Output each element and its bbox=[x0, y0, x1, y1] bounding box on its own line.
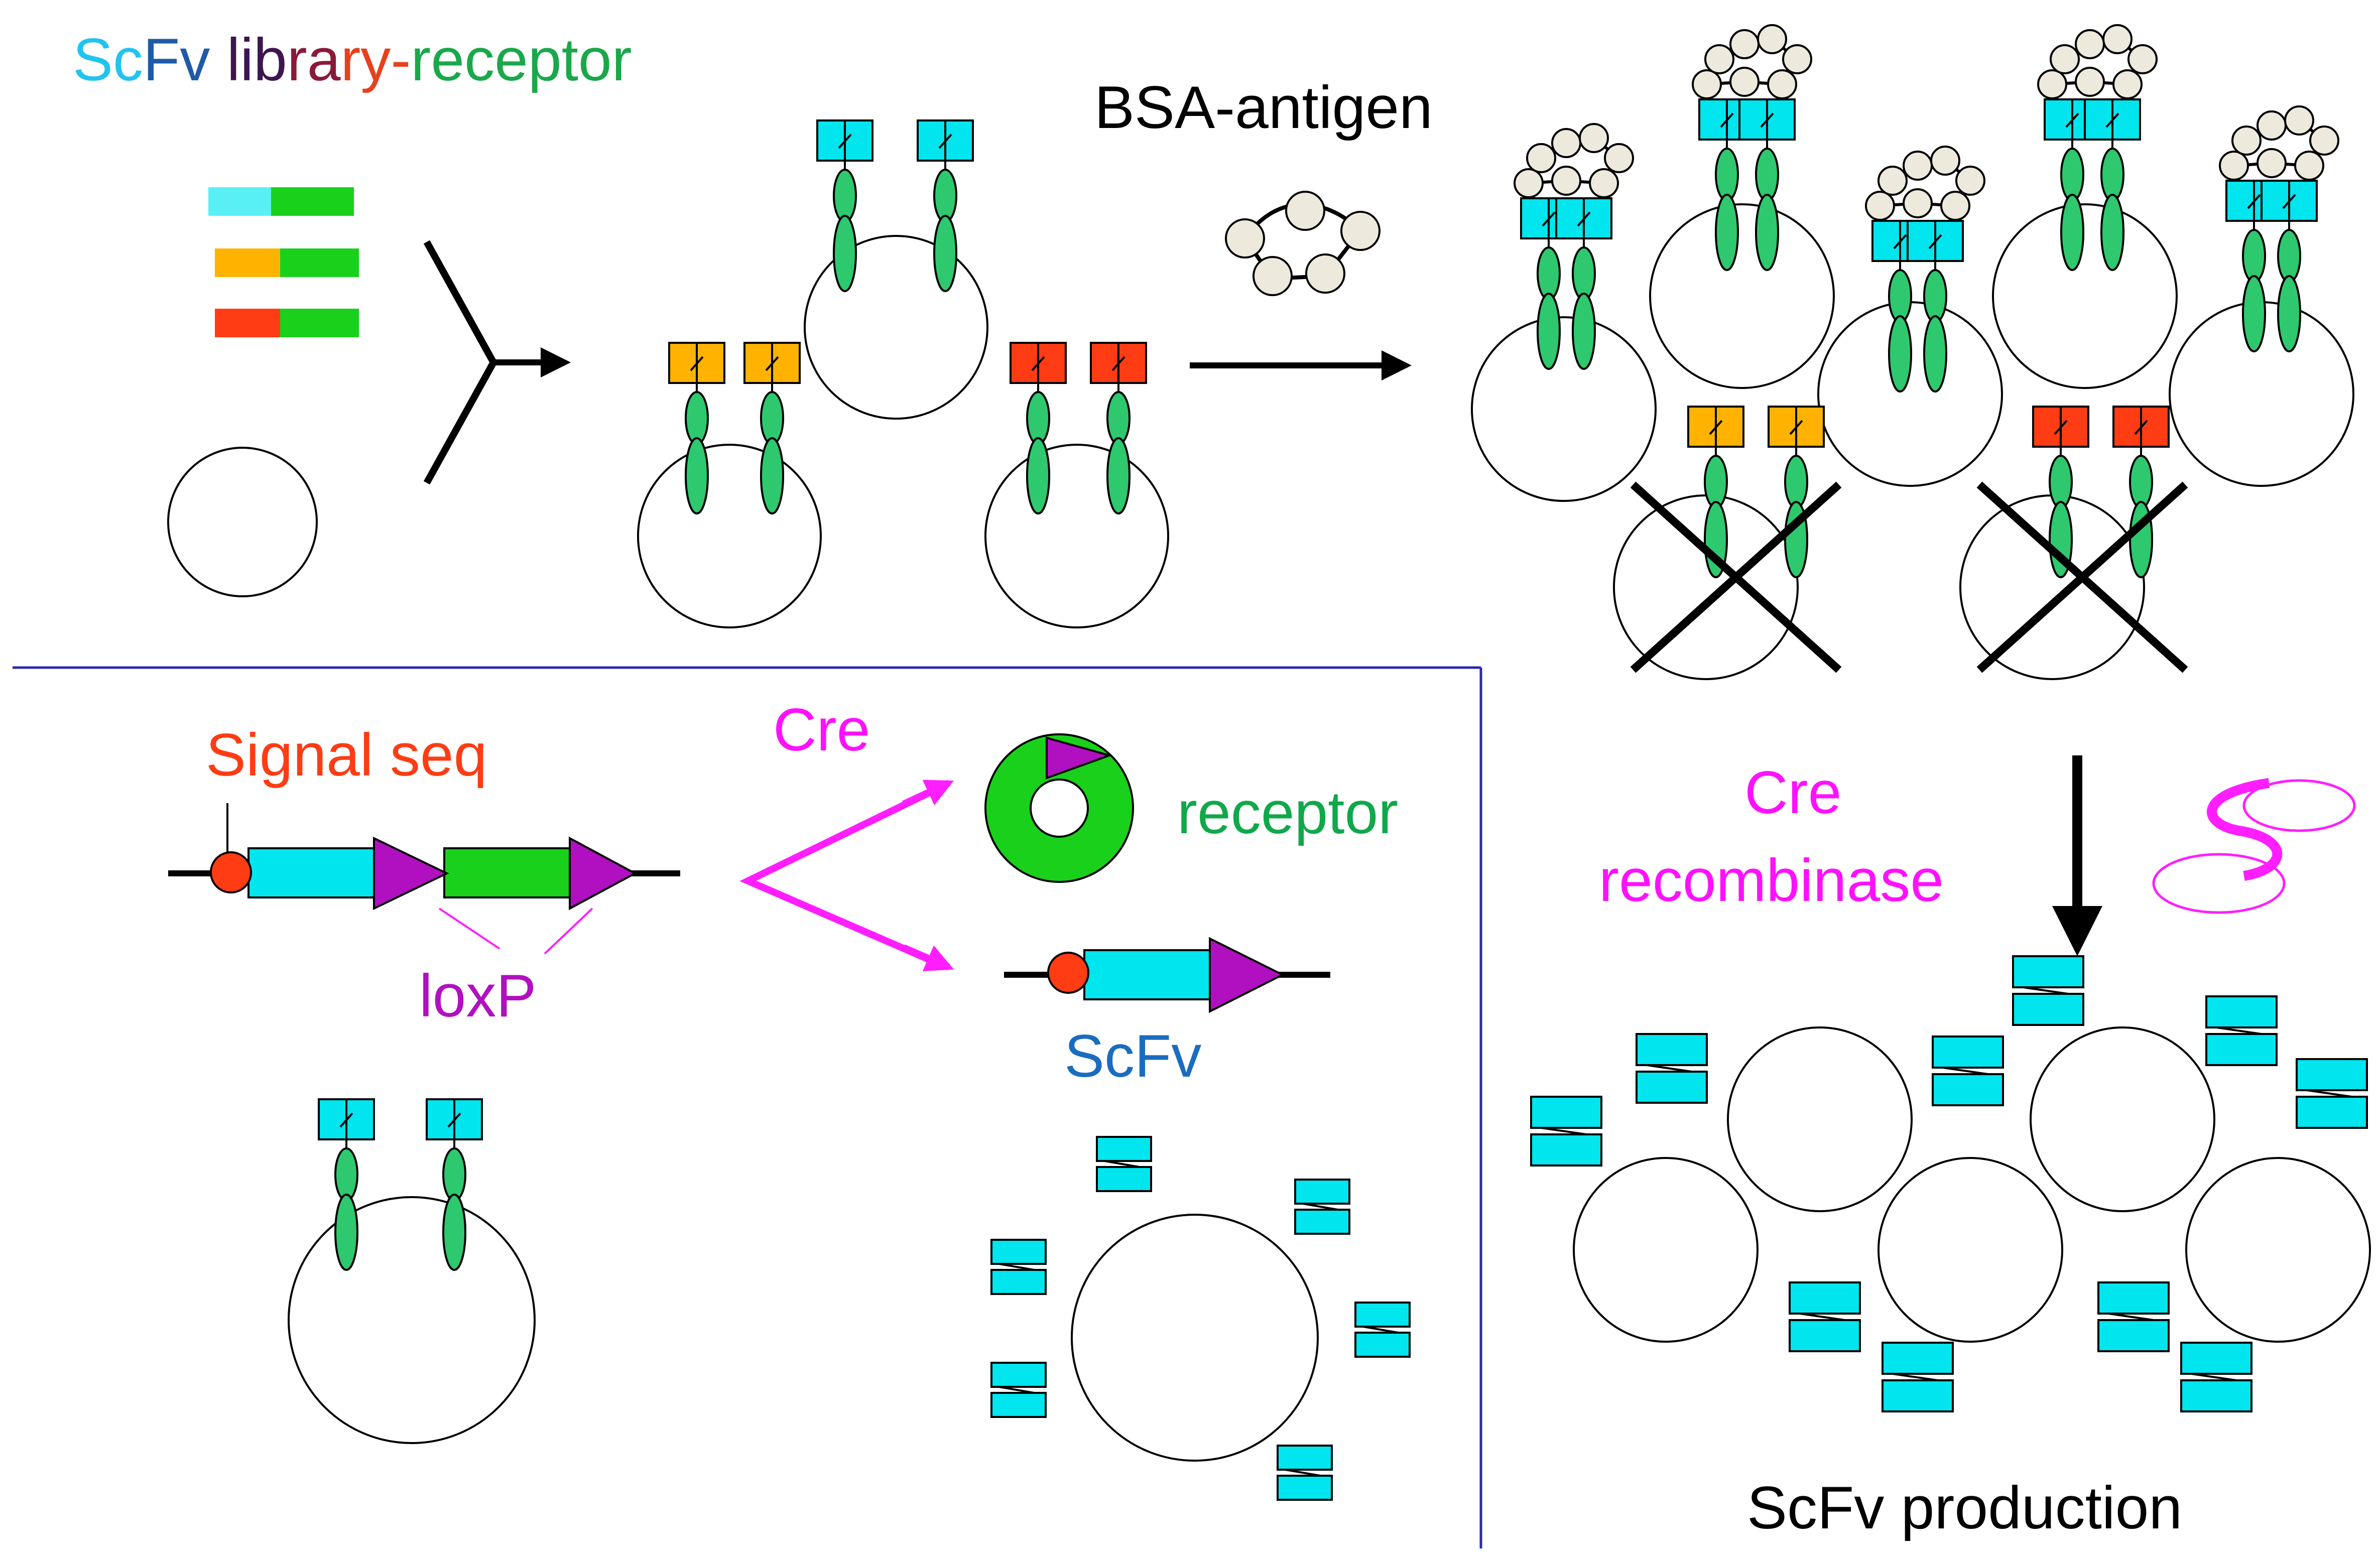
scfv-production-label: ScFv production bbox=[1747, 1474, 2182, 1541]
reject-cross-1 bbox=[1630, 481, 1842, 673]
rejected-receptor-orange-2 bbox=[1768, 406, 1825, 578]
secreted-scfv-1 bbox=[1096, 1136, 1152, 1192]
secreted-scfv-2 bbox=[1294, 1179, 1350, 1235]
title-part-sc: Sc bbox=[73, 26, 143, 93]
title-part-fv: Fv bbox=[143, 26, 210, 93]
selected-receptor-5-b bbox=[2261, 180, 2318, 352]
produced-scfv-9 bbox=[2097, 1281, 2170, 1352]
receptor-cyan-2 bbox=[917, 119, 974, 292]
bsa-antigen-icon bbox=[1225, 191, 1381, 296]
loxp-site-ring bbox=[1046, 736, 1113, 780]
produced-scfv-3 bbox=[1932, 1035, 2004, 1106]
bound-antigen-4 bbox=[2037, 24, 2158, 99]
library-title: ScFv library-receptor bbox=[73, 26, 632, 93]
cre-recombinase-label-line1: Cre bbox=[1744, 759, 1841, 826]
reject-cross-2 bbox=[1976, 481, 2188, 673]
signal-seq-dot-2 bbox=[1047, 952, 1089, 994]
bound-antigen-5 bbox=[2219, 105, 2339, 181]
produced-scfv-10 bbox=[2180, 1342, 2252, 1412]
cre-arrow-lines bbox=[739, 785, 941, 967]
receptor-red-2 bbox=[1090, 342, 1147, 514]
selected-receptor-1-b bbox=[1555, 197, 1612, 370]
bottom-receptor-2 bbox=[426, 1098, 483, 1271]
library-bar-red-v bbox=[215, 309, 280, 337]
bottom-receptor-cell bbox=[288, 1196, 536, 1444]
production-cell-3 bbox=[1573, 1157, 1759, 1343]
secreted-scfv-6 bbox=[1277, 1445, 1333, 1501]
selected-cell-3 bbox=[1817, 301, 2003, 487]
library-bar-red-receptor bbox=[280, 309, 359, 337]
loxp-label: loxP bbox=[419, 962, 536, 1029]
selected-receptor-5-a bbox=[2225, 180, 2283, 352]
title-part-ry: ry- bbox=[340, 26, 411, 93]
display-cell-cyan bbox=[804, 235, 988, 420]
produced-scfv-8 bbox=[1882, 1342, 1954, 1412]
cre-arrow-to-scfv bbox=[902, 944, 954, 971]
production-cell-5 bbox=[2185, 1157, 2371, 1343]
receptor-orange-1 bbox=[668, 342, 725, 514]
receptor-label: receptor bbox=[1177, 779, 1398, 846]
receptor-orange-2 bbox=[743, 342, 801, 514]
selected-cell-1 bbox=[1471, 316, 1657, 502]
produced-scfv-4 bbox=[2205, 995, 2278, 1066]
selected-receptor-4-b bbox=[2084, 98, 2141, 271]
selected-cell-4 bbox=[1992, 203, 2178, 389]
secreted-scfv-4 bbox=[1354, 1302, 1411, 1358]
cre-recombinase-label-line2: recombinase bbox=[1599, 847, 1944, 914]
recombined-scfv-construct bbox=[1004, 937, 1330, 1013]
gene-construct bbox=[168, 803, 680, 955]
secreting-cell bbox=[1071, 1214, 1319, 1462]
secreted-scfv-3 bbox=[990, 1239, 1047, 1295]
display-cell-red bbox=[984, 444, 1169, 628]
loxp-site-2 bbox=[569, 836, 638, 911]
production-cell-4 bbox=[1877, 1157, 2063, 1343]
production-cell-2 bbox=[2030, 1026, 2215, 1212]
library-bar-cyan-v bbox=[208, 187, 271, 216]
produced-scfv-5 bbox=[1530, 1096, 1602, 1167]
selected-receptor-3-b bbox=[1907, 220, 1964, 393]
cre-arrow-to-receptor bbox=[902, 780, 954, 808]
selected-receptor-2-b bbox=[1738, 98, 1796, 271]
loxp-site-1 bbox=[373, 836, 449, 911]
scfv-label: ScFv bbox=[1064, 1022, 1201, 1090]
cre-recombinase-icon bbox=[2152, 778, 2356, 914]
loxp-site-3 bbox=[1209, 937, 1285, 1013]
title-part-receptor: receptor bbox=[411, 26, 632, 93]
display-cell-orange bbox=[637, 444, 822, 628]
produced-scfv-7 bbox=[1789, 1281, 1861, 1352]
produced-scfv-1 bbox=[2012, 955, 2084, 1026]
host-cell bbox=[167, 447, 318, 597]
secreted-scfv-5 bbox=[990, 1362, 1047, 1418]
merge-lines bbox=[423, 240, 498, 485]
receptor-red-1 bbox=[1010, 342, 1067, 514]
library-bar-cyan-receptor bbox=[271, 187, 354, 216]
produced-scfv-2 bbox=[1636, 1033, 1708, 1104]
signal-seq-label: Signal seq bbox=[206, 721, 487, 789]
bsa-antigen-label: BSA-antigen bbox=[1094, 74, 1433, 141]
bound-antigen-2 bbox=[1692, 24, 1812, 99]
receptor-cyan-1 bbox=[816, 119, 873, 292]
excised-receptor-ring bbox=[984, 733, 1134, 883]
title-part-ra: ra bbox=[287, 26, 341, 93]
produced-scfv-6 bbox=[2296, 1058, 2368, 1129]
cre-label: Cre bbox=[773, 696, 870, 763]
bound-antigen-1 bbox=[1514, 123, 1634, 198]
signal-seq-dot bbox=[210, 851, 252, 893]
production-cell-1 bbox=[1727, 1026, 1913, 1212]
bottom-receptor-1 bbox=[318, 1098, 375, 1271]
library-bar-orange-v bbox=[215, 248, 280, 277]
bound-antigen-3 bbox=[1865, 146, 1985, 221]
selected-cell-2 bbox=[1649, 203, 1835, 389]
library-bar-orange-receptor bbox=[280, 248, 359, 277]
title-part-lib: lib bbox=[210, 26, 287, 93]
